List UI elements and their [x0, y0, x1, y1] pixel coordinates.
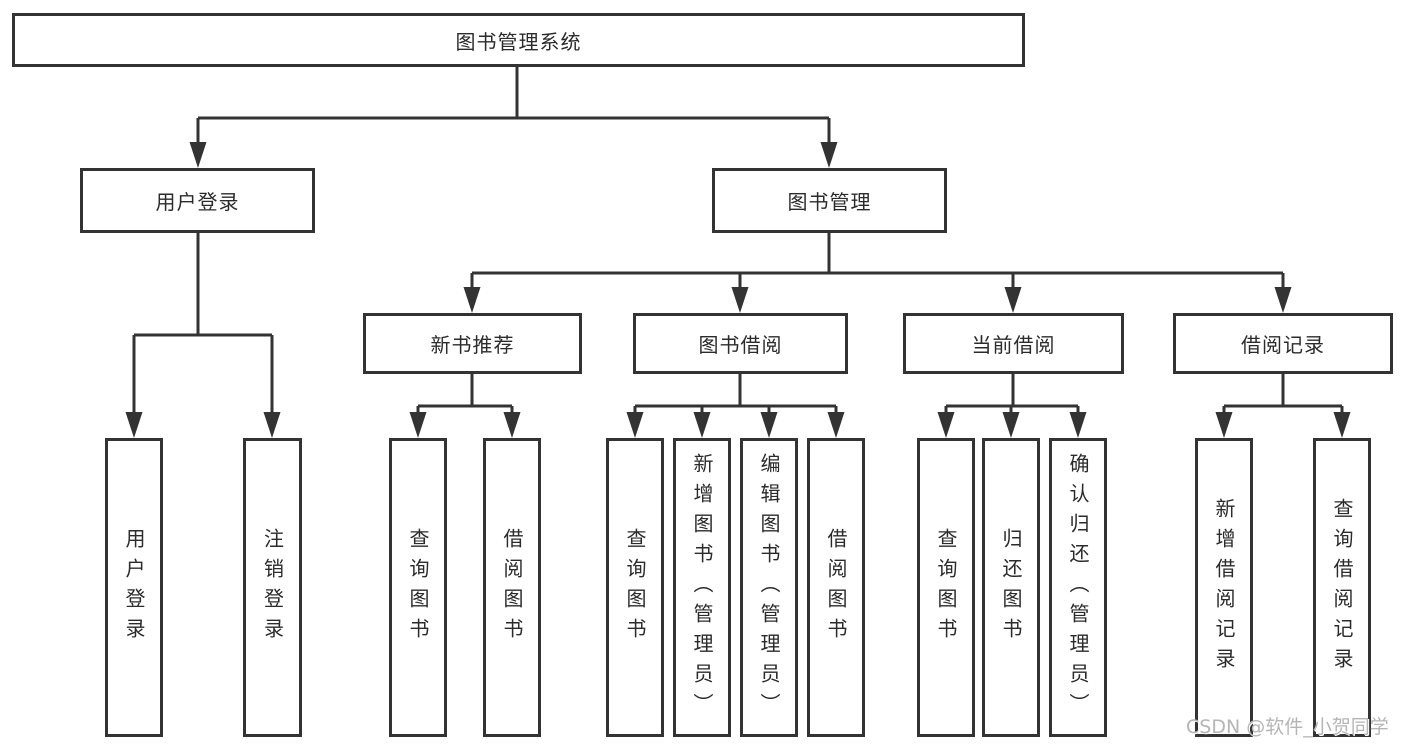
leaf-label: 新增借阅记录: [1212, 497, 1236, 678]
leaf-node-query-books-borrow: 查询图书: [606, 438, 664, 737]
node-user-login: 用户登录: [80, 168, 315, 233]
connector-root-to-level2: [189, 66, 838, 168]
node-current-borrow: 当前借阅: [903, 313, 1124, 374]
arrow-down-icon: [1004, 287, 1022, 313]
leaf-label: 注销登录: [260, 527, 285, 648]
arrow-down-icon: [731, 287, 749, 313]
watermark-text: CSDN @软件_小贺同学: [1186, 716, 1389, 738]
arrow-down-icon: [626, 412, 644, 438]
leaf-node-query-books-current: 查询图书: [917, 438, 975, 737]
node-current-borrow-label: 当前借阅: [971, 333, 1056, 357]
node-borrow-records: 借阅记录: [1173, 313, 1393, 374]
connector-book-management-to-level3: [463, 233, 1292, 313]
node-book-borrow-label: 图书借阅: [698, 333, 783, 357]
arrow-down-icon: [263, 412, 281, 438]
node-new-book-recommend: 新书推荐: [363, 313, 582, 374]
leaf-node-logout: 注销登录: [243, 438, 302, 737]
leaf-node-borrow-books-recommend: 借阅图书: [483, 438, 541, 737]
leaf-label: 查询图书: [623, 527, 647, 648]
node-user-login-label: 用户登录: [155, 190, 240, 214]
leaf-node-user-login: 用户登录: [105, 438, 163, 737]
node-root: 图书管理系统: [12, 13, 1025, 67]
arrow-down-icon: [125, 412, 143, 438]
arrow-down-icon: [189, 142, 207, 168]
leaf-label: 查询借阅记录: [1330, 497, 1354, 678]
leaf-label: 确认归还（管理员）: [1066, 452, 1090, 723]
arrow-down-icon: [1069, 412, 1087, 438]
node-root-label: 图书管理系统: [455, 29, 582, 54]
leaf-node-query-books-recommend: 查询图书: [389, 438, 447, 737]
leaf-label: 查询图书: [406, 527, 430, 648]
node-book-management-label: 图书管理: [787, 190, 872, 214]
node-new-book-recommend-label: 新书推荐: [430, 333, 515, 357]
leaf-label: 查询图书: [934, 527, 958, 648]
arrow-down-icon: [820, 142, 838, 168]
leaf-node-confirm-return-admin: 确认归还（管理员）: [1049, 438, 1107, 737]
connector-user-login-to-leaves: [125, 233, 281, 438]
connector-book-borrow-to-leaves: [626, 374, 845, 438]
arrow-down-icon: [1215, 412, 1233, 438]
leaf-label: 新增图书（管理员）: [690, 452, 714, 723]
arrow-down-icon: [1333, 412, 1351, 438]
leaf-label: 用户登录: [122, 527, 146, 648]
arrow-down-icon: [463, 287, 481, 313]
connector-new-book-recommend-to-leaves: [409, 374, 521, 438]
connector-borrow-records-to-leaves: [1215, 374, 1351, 438]
leaf-node-add-borrow-record: 新增借阅记录: [1195, 438, 1253, 737]
leaf-node-return-books: 归还图书: [982, 438, 1040, 737]
leaf-node-add-books-admin: 新增图书（管理员）: [673, 438, 731, 737]
arrow-down-icon: [693, 412, 711, 438]
arrow-down-icon: [827, 412, 845, 438]
arrow-down-icon: [503, 412, 521, 438]
leaf-label: 借阅图书: [824, 527, 848, 648]
arrow-down-icon: [1274, 287, 1292, 313]
node-book-borrow: 图书借阅: [633, 313, 848, 374]
leaf-node-query-borrow-record: 查询借阅记录: [1313, 438, 1371, 737]
leaf-label: 归还图书: [999, 527, 1023, 648]
arrow-down-icon: [760, 412, 778, 438]
arrow-down-icon: [937, 412, 955, 438]
leaf-node-borrow-books: 借阅图书: [807, 438, 865, 737]
arrow-down-icon: [1002, 412, 1020, 438]
node-book-management: 图书管理: [712, 168, 947, 233]
connector-current-borrow-to-leaves: [937, 374, 1087, 438]
leaf-label: 借阅图书: [500, 527, 524, 648]
arrow-down-icon: [409, 412, 427, 438]
leaf-node-edit-books-admin: 编辑图书（管理员）: [740, 438, 798, 737]
leaf-label: 编辑图书（管理员）: [757, 452, 781, 723]
node-borrow-records-label: 借阅记录: [1241, 333, 1325, 357]
